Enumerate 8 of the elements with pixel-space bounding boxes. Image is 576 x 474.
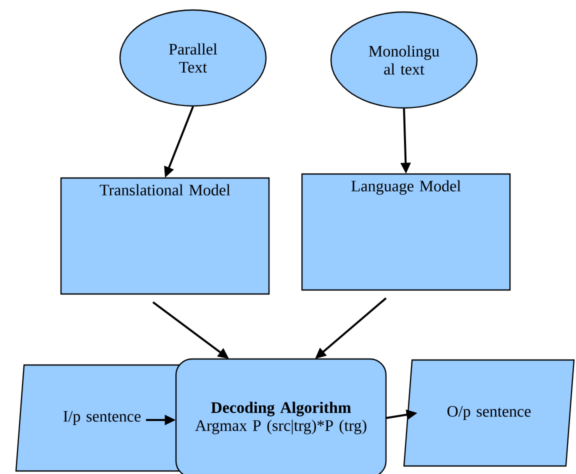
output-parallelogram: O/p sentence	[403, 359, 575, 467]
ellipse-node: Parallel Text	[119, 9, 267, 107]
ellipse-node: Monolingu al text	[330, 11, 478, 109]
model-box: Translational Model	[60, 177, 270, 295]
model-box: Language Model	[301, 173, 511, 291]
process-box: Decoding Algorithm Argmax P (src|trg)*P (trg)	[175, 358, 387, 474]
input-parallelogram: I/p sentence	[15, 364, 189, 472]
node-label: I/p sentence	[63, 411, 141, 425]
